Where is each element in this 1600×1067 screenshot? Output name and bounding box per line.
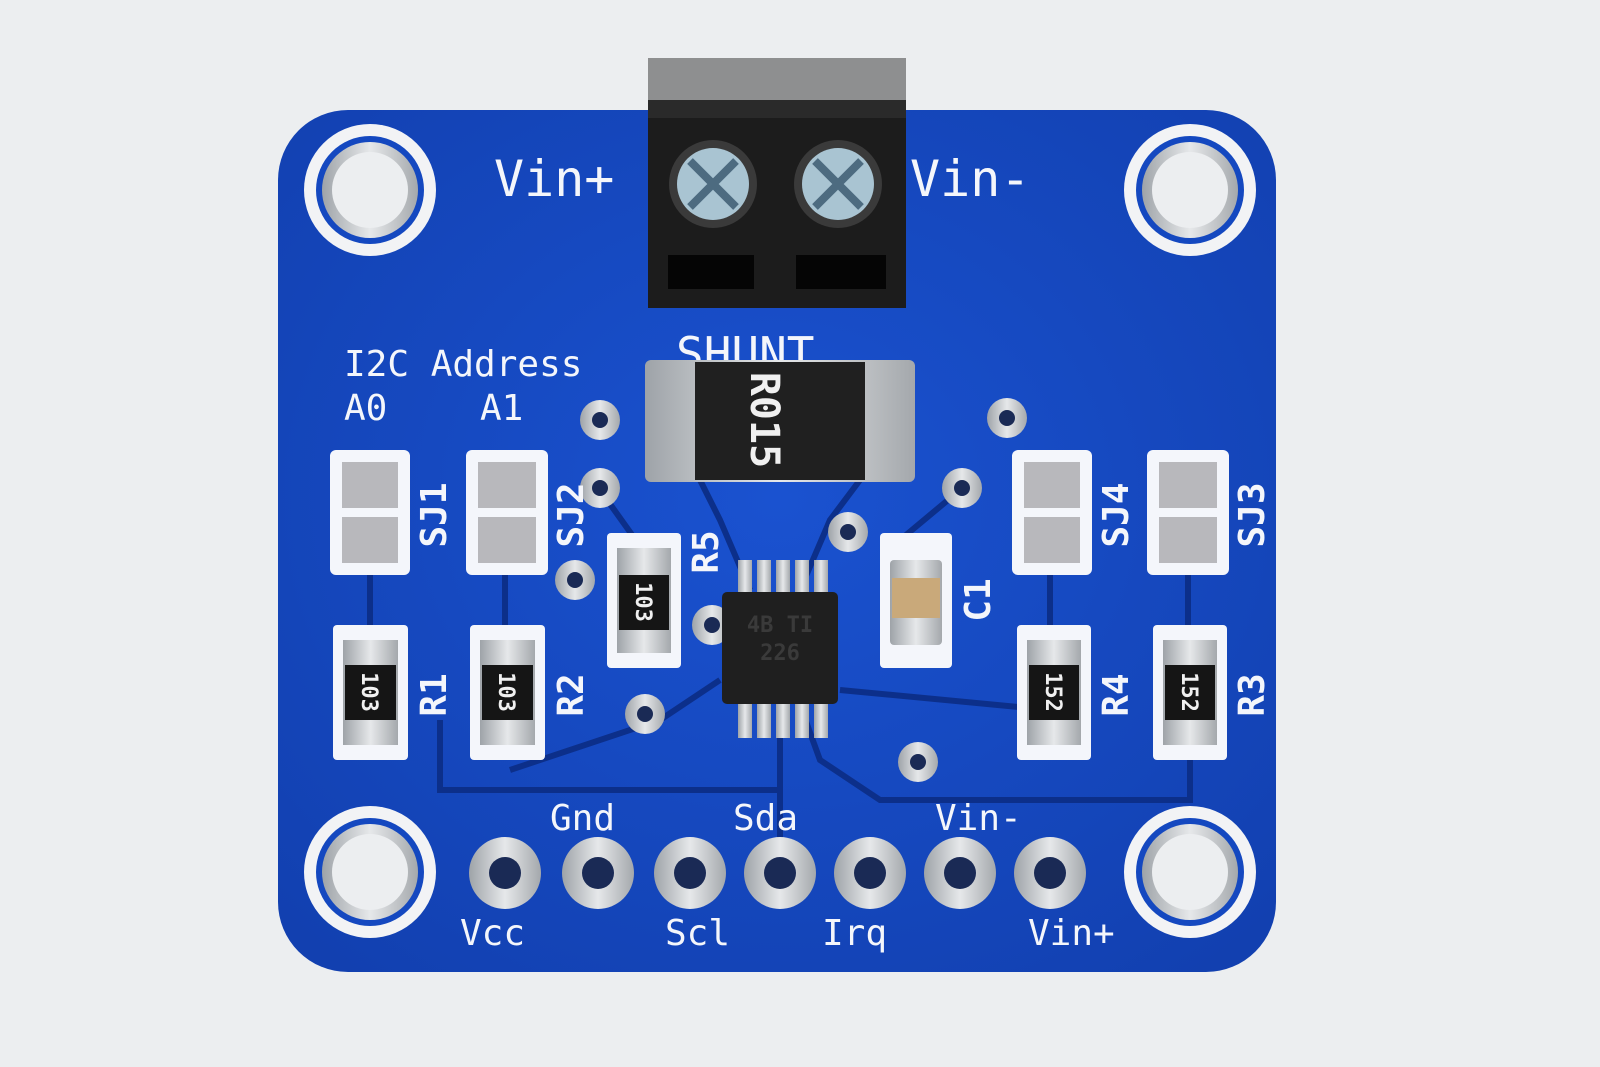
header-pins [469,837,1086,909]
pin-label-irq: Irq [822,913,887,954]
svg-text:103: 103 [630,582,655,622]
pin-label-sda: Sda [733,798,798,839]
r1-label: R1 [414,673,455,716]
a0-label: A0 [344,388,387,429]
i2c-address-label: I2C Address [344,344,582,385]
sj2-label: SJ2 [551,482,592,547]
svg-text:152: 152 [1176,672,1201,712]
chip-marking-line2: 226 [760,641,800,666]
r5-label: R5 [686,530,727,573]
r4-label: R4 [1096,673,1137,716]
a1-label: A1 [480,388,523,429]
sj4-label: SJ4 [1096,482,1137,547]
resistor-r4: 152 [1017,625,1091,760]
pin-label-vcc: Vcc [460,913,525,954]
r3-label: R3 [1232,673,1273,716]
ina219-chip: 4B TI 226 [722,560,838,738]
pin-label-gnd: Gnd [550,798,615,839]
resistor-r2: 103 [470,625,545,760]
pin-label-vin-minus: Vin- [935,798,1022,839]
c1-label: C1 [958,578,999,621]
resistor-r1: 103 [333,625,408,760]
pin-label-scl: Scl [665,913,730,954]
pin-label-vin-plus: Vin+ [1028,913,1115,954]
screw-icon [669,140,757,228]
sj1-label: SJ1 [414,482,455,547]
solder-jumpers [330,450,1229,575]
terminal-label-vin-plus: Vin+ [494,150,614,208]
sj3-label: SJ3 [1232,482,1273,547]
shunt-marking: R015 [741,372,787,468]
resistor-r3: 152 [1153,625,1227,760]
capacitor-c1 [880,533,952,668]
terminal-label-vin-minus: Vin- [910,150,1030,208]
svg-text:103: 103 [493,672,518,712]
shunt-resistor: R015 [645,360,915,482]
r2-label: R2 [551,673,592,716]
chip-marking-line1: 4B TI [747,613,813,638]
svg-text:103: 103 [356,672,381,712]
screw-terminal-block [648,58,906,308]
resistor-r5: 103 [607,533,681,668]
screw-icon [794,140,882,228]
svg-text:152: 152 [1040,672,1065,712]
mounting-holes [304,124,1256,938]
